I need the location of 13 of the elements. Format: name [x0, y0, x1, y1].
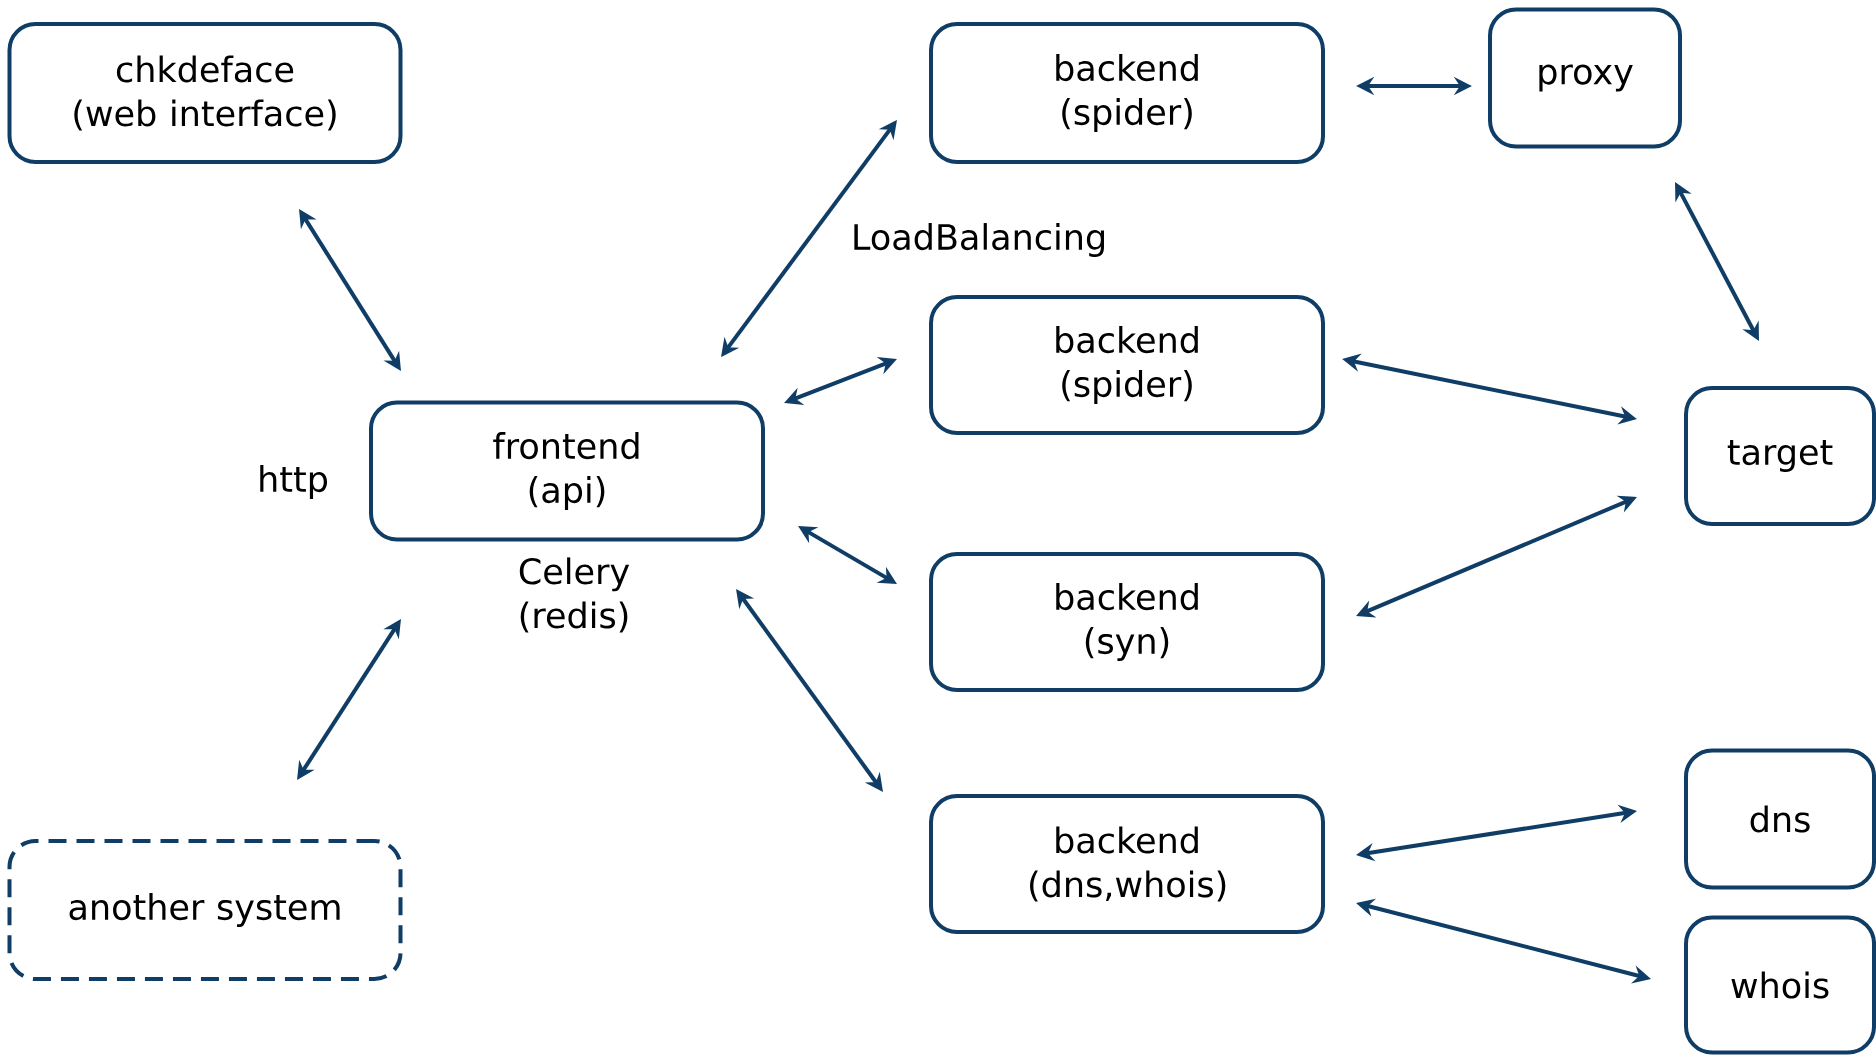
label-text: LoadBalancing [854, 223, 1104, 257]
rounded-box: dns [1684, 748, 1876, 890]
rounded-box: backend (spider) [929, 22, 1325, 164]
rounded-box: proxy [1488, 7, 1682, 149]
rounded-box: whois [1684, 915, 1876, 1055]
label-text: http [260, 465, 327, 499]
rounded-box: backend (syn) [929, 552, 1325, 692]
rounded-box: backend (spider) [929, 295, 1325, 435]
dashed-box: another system [7, 839, 403, 981]
rounded-box: backend (dns,whois) [929, 794, 1325, 934]
rounded-box: target [1684, 386, 1876, 526]
rounded-box: chkdeface (web interface) [7, 22, 403, 164]
rounded-box: frontend (api) [369, 400, 765, 542]
